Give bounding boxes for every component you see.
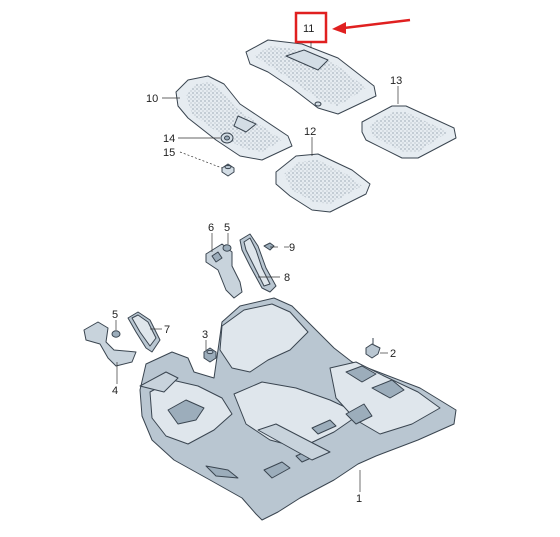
- mat-clip-14: [220, 132, 234, 144]
- floor-mat-12: [275, 153, 371, 213]
- callout-6: 6: [208, 222, 214, 234]
- highlight-arrow-head: [332, 22, 346, 34]
- floor-mat-11: [245, 39, 377, 115]
- floor-mat-10: [175, 75, 293, 161]
- highlight-arrow-shaft: [343, 18, 411, 30]
- screw-9: [263, 242, 278, 251]
- floor-mat-13: [361, 105, 457, 159]
- pad-8: [239, 233, 277, 293]
- callout-2: 2: [390, 348, 396, 360]
- callout-5-upper: 5: [224, 222, 230, 234]
- callout-4: 4: [112, 385, 118, 397]
- callout-1: 1: [356, 493, 362, 505]
- floor-carpet-1: [139, 297, 457, 521]
- callout-14: 14: [163, 133, 175, 145]
- clip-5-upper: [222, 244, 232, 252]
- callout-11: 11: [303, 23, 314, 35]
- callout-9: 9: [289, 242, 295, 254]
- callout-13: 13: [390, 75, 402, 87]
- callout-15: 15: [163, 147, 175, 159]
- callout-labels: 11 10 13 12 14 15 6 5 9 8 5 7 3 2 4 1: [112, 23, 402, 505]
- clip-5-lower: [111, 330, 121, 338]
- callout-12: 12: [304, 126, 316, 138]
- callout-5-lower: 5: [112, 309, 118, 321]
- pad-4: [83, 321, 137, 367]
- mat-bolt-15: [221, 163, 235, 177]
- callout-10: 10: [146, 93, 158, 105]
- clip-3: [203, 347, 217, 363]
- callout-3: 3: [202, 329, 208, 341]
- callout-7: 7: [164, 324, 170, 336]
- leader-lines: [115, 42, 399, 492]
- callout-8: 8: [284, 272, 290, 284]
- pad-6: [205, 243, 243, 299]
- clip-2: [365, 338, 381, 359]
- pad-7: [127, 311, 161, 353]
